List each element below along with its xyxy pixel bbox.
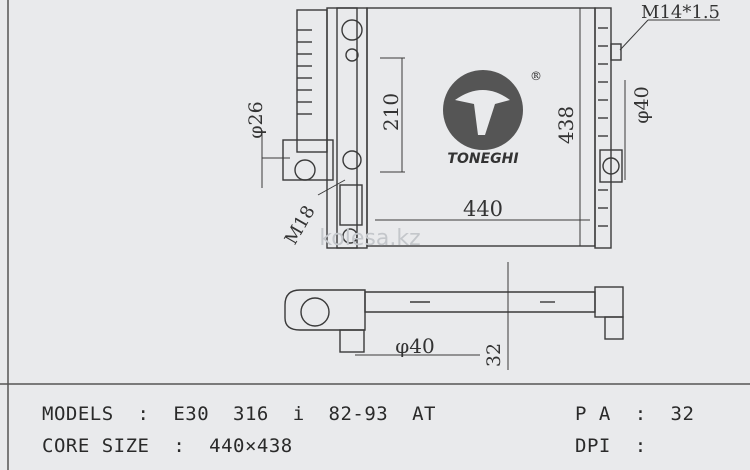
radiator-front-view: [282, 7, 623, 249]
label-height-inner: 210: [379, 93, 403, 131]
spec-models: MODELS : E30 316 i 82-93 AT: [42, 403, 436, 425]
dimension-lines: [261, 8, 720, 246]
spec-core-size: CORE SIZE : 440×438: [42, 435, 293, 457]
left-tank-cap: [296, 9, 328, 153]
label-width: 440: [463, 197, 503, 221]
bottom-right-tank: [594, 286, 624, 318]
left-lower-fitting: [342, 150, 362, 170]
filler-neck: [341, 19, 363, 41]
label-tank-depth: 32: [483, 343, 505, 367]
m18-leader: [317, 179, 346, 196]
logo-text: TONEGHI: [447, 151, 518, 167]
upper-fitting: [345, 48, 359, 62]
right-tank-ribs: [598, 27, 608, 227]
thread-fitting: [610, 43, 622, 61]
right-hose-inlet: [599, 149, 623, 183]
radiator-bottom-view: [284, 286, 624, 353]
left-tank-ribs: [297, 29, 312, 115]
toneghi-logo: [443, 70, 523, 150]
spec-pa: P A : 32: [575, 403, 695, 425]
label-height-core: 438: [554, 106, 578, 144]
bottom-left-foot: [339, 329, 365, 353]
drain-fitting: [342, 228, 358, 244]
label-thread: M14*1.5: [641, 2, 720, 23]
bottom-left-outlet: [300, 297, 330, 327]
bottom-left-tank: [284, 289, 366, 331]
left-hose-end: [294, 159, 316, 181]
bottom-dimension-lines: [355, 262, 509, 370]
label-bottom-fitting: M18: [281, 202, 320, 248]
spec-dpi: DPI :: [575, 435, 647, 457]
left-bottom-plug: [339, 184, 363, 226]
right-hose-end: [602, 157, 620, 175]
logo-t-mark: [455, 90, 510, 135]
watermark: kolesa.kz: [319, 226, 420, 251]
bottom-core: [364, 291, 596, 313]
label-hose-left: φ26: [245, 101, 267, 138]
label-hose-right: φ40: [631, 86, 653, 123]
right-tank: [594, 7, 612, 249]
logo-registered: ®: [530, 69, 542, 83]
label-bottom-hose: φ40: [395, 334, 434, 358]
left-tank: [326, 7, 358, 249]
bottom-right-foot: [604, 316, 624, 340]
thread-leader: [619, 19, 649, 51]
